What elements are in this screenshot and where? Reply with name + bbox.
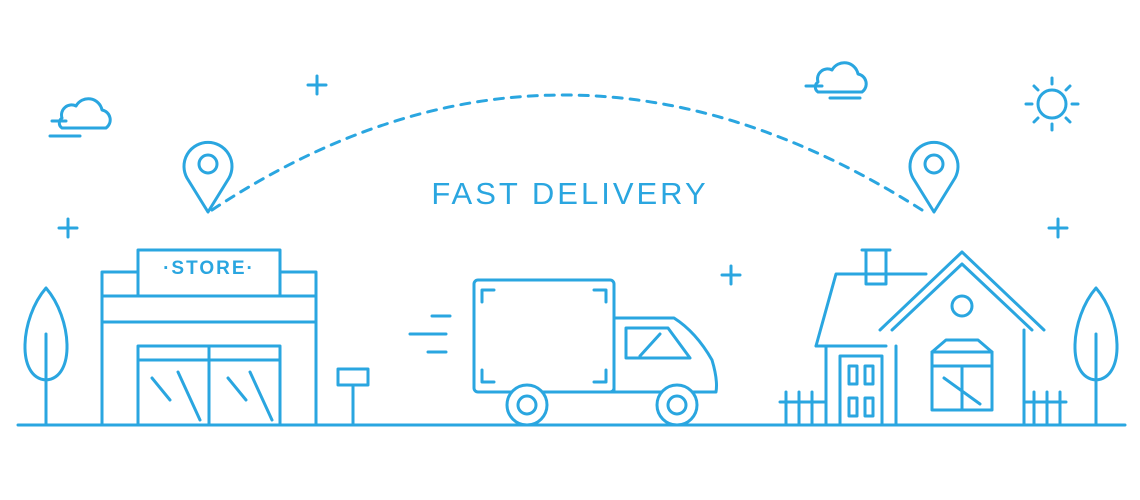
store-icon bbox=[100, 248, 318, 427]
cloud-icon bbox=[48, 97, 112, 138]
plus-sparkle-icon bbox=[720, 264, 742, 286]
route-dashed-arc bbox=[210, 93, 924, 212]
plus-sparkle-icon bbox=[57, 217, 79, 239]
fence-icon bbox=[1022, 390, 1068, 427]
location-pin-icon bbox=[182, 140, 234, 214]
location-pin-icon bbox=[908, 140, 960, 214]
house-icon bbox=[814, 248, 1046, 427]
plus-sparkle-icon bbox=[1047, 217, 1069, 239]
tree-icon bbox=[23, 286, 69, 427]
store-sign-label: ·STORE· bbox=[163, 258, 255, 279]
sun-icon bbox=[1024, 76, 1080, 132]
page-title: FAST DELIVERY bbox=[431, 176, 709, 211]
truck-icon bbox=[408, 278, 718, 427]
fence-icon bbox=[778, 390, 828, 427]
tree-icon bbox=[1073, 286, 1119, 427]
cloud-icon bbox=[804, 61, 868, 100]
plus-sparkle-icon bbox=[306, 74, 328, 96]
house-door bbox=[838, 354, 884, 427]
mailbox-icon bbox=[336, 367, 370, 427]
